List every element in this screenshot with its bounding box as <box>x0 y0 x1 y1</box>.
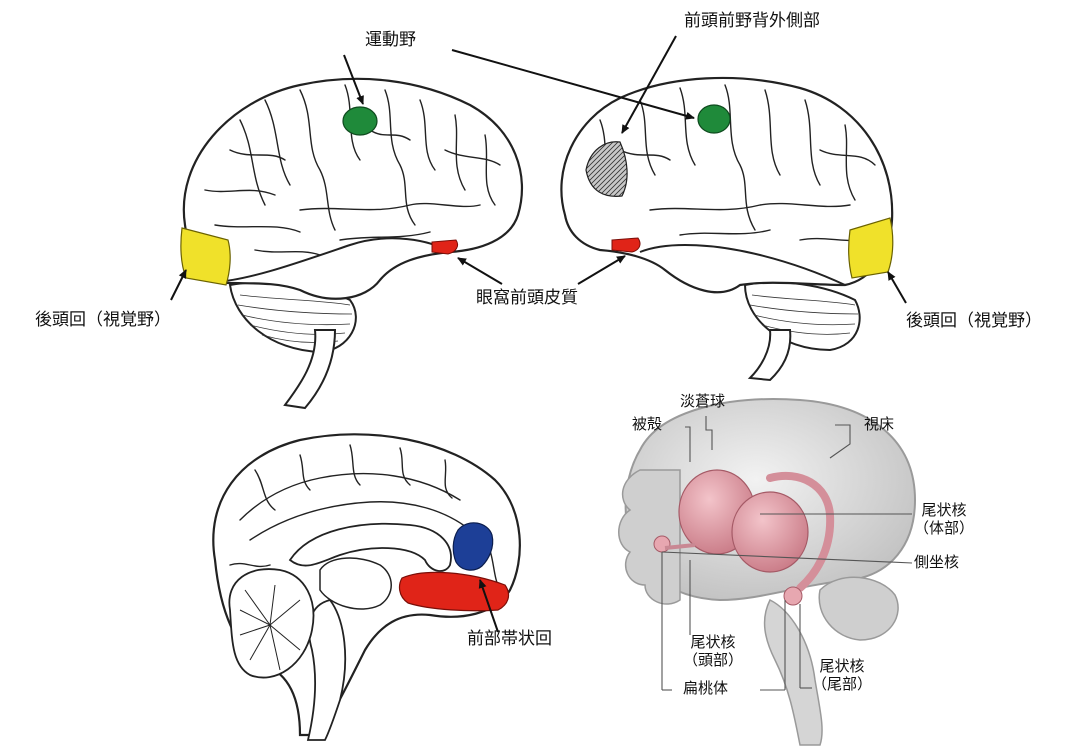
label-caudate-body: 尾状核 （体部） <box>914 502 974 537</box>
medial-brain <box>213 434 520 740</box>
label-acc: 前部帯状回 <box>467 631 552 648</box>
label-caudate-body-line2: （体部） <box>914 520 974 538</box>
label-caudate-tail-line2: （尾部） <box>812 676 872 694</box>
ofc-region-left <box>432 240 458 254</box>
motor-cortex-region-left <box>343 107 377 135</box>
label-occipital-right: 後頭回（視覚野） <box>906 313 1042 330</box>
left-lateral-brain <box>181 79 522 408</box>
label-caudate-head-line2: （頭部） <box>683 652 743 670</box>
label-globus-pallidus: 淡蒼球 <box>680 394 725 409</box>
right-lateral-brain <box>561 78 892 380</box>
label-ofc: 眼窩前頭皮質 <box>476 290 578 307</box>
label-caudate-tail-line1: 尾状核 <box>812 658 872 676</box>
label-caudate-body-line1: 尾状核 <box>914 502 974 520</box>
label-nucleus-accumbens: 側坐核 <box>914 555 959 570</box>
label-amygdala: 扁桃体 <box>683 681 728 696</box>
label-putamen: 被殻 <box>632 417 662 432</box>
label-caudate-head-line1: 尾状核 <box>683 634 743 652</box>
label-dlpfc: 前頭前野背外側部 <box>684 13 820 30</box>
ofc-region-right <box>612 238 640 252</box>
label-caudate-head: 尾状核 （頭部） <box>683 634 743 669</box>
label-caudate-tail: 尾状核 （尾部） <box>812 658 872 693</box>
label-thalamus: 視床 <box>864 417 894 432</box>
motor-cortex-region-right <box>698 105 730 133</box>
label-occipital-left: 後頭回（視覚野） <box>35 312 171 329</box>
label-motor-cortex: 運動野 <box>365 32 416 49</box>
